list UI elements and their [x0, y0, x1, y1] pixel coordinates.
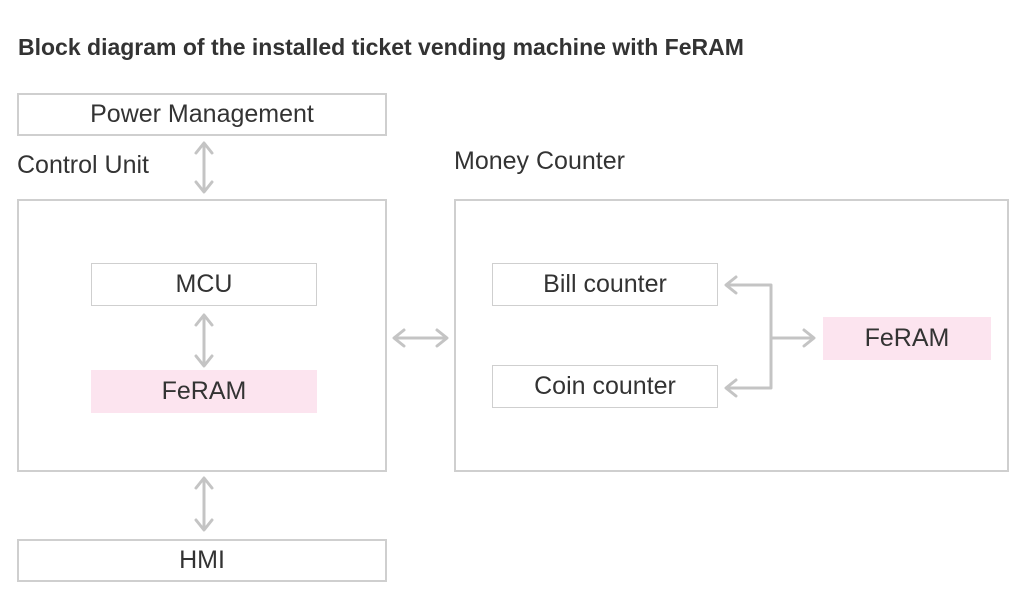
diagram-title: Block diagram of the installed ticket ve… — [18, 34, 744, 60]
control-unit-feram-label: FeRAM — [161, 377, 247, 405]
control-unit-box — [17, 199, 387, 472]
bill-counter-box: Bill counter — [492, 263, 718, 306]
mcu-box: MCU — [91, 263, 317, 306]
money-counter-feram-box: FeRAM — [823, 317, 991, 360]
money-counter-feram-label: FeRAM — [864, 324, 950, 352]
control-money-arrow — [392, 328, 449, 348]
power-control-arrow — [194, 141, 214, 194]
bill-counter-label: Bill counter — [543, 270, 667, 298]
control-hmi-arrow — [194, 476, 214, 532]
money-counter-label: Money Counter — [454, 147, 625, 175]
hmi-label: HMI — [179, 546, 225, 574]
coin-counter-box: Coin counter — [492, 365, 718, 408]
mcu-label: MCU — [175, 270, 233, 298]
control-unit-feram-box: FeRAM — [91, 370, 317, 413]
control-unit-label: Control Unit — [17, 151, 149, 179]
power-management-box: Power Management — [17, 93, 387, 136]
coin-counter-label: Coin counter — [534, 372, 676, 400]
hmi-box: HMI — [17, 539, 387, 582]
power-management-label: Power Management — [90, 100, 314, 128]
